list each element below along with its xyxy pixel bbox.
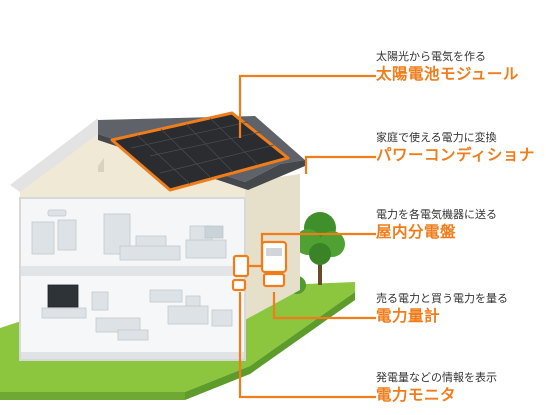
monitor-box [231, 278, 247, 292]
label-power-monitor-title: 電力モニタ [376, 386, 457, 404]
solar-panel [110, 111, 290, 192]
roof-side [10, 118, 98, 192]
label-power-meter-desc: 売る電力と買う電力を量る [376, 292, 508, 305]
label-distribution-board: 電力を各電気機器に送る 屋内分電盤 [376, 208, 544, 242]
floor-slab-bottom [20, 352, 245, 360]
upper-furniture [31, 209, 227, 261]
power-conditioner-box [260, 240, 288, 274]
label-power-monitor-desc: 発電量などの情報を表示 [376, 371, 497, 384]
label-power-conditioner-desc: 家庭で使える電力に変換 [376, 131, 497, 144]
label-solar-module: 太陽光から電気を作る 太陽電池モジュール [376, 50, 544, 84]
label-power-meter-title: 電力量計 [376, 307, 441, 325]
label-power-conditioner: 家庭で使える電力に変換 パワーコンディショナ [376, 131, 544, 165]
lower-furniture [41, 284, 233, 341]
label-power-monitor: 発電量などの情報を表示 電力モニタ [376, 371, 544, 405]
label-power-conditioner-title: パワーコンディショナ [376, 146, 535, 164]
label-solar-module-desc: 太陽光から電気を作る [376, 50, 486, 63]
label-distribution-board-title: 屋内分電盤 [376, 223, 457, 241]
lawn-edge [185, 292, 355, 400]
meter-box [262, 272, 286, 288]
label-power-meter: 売る電力と買う電力を量る 電力量計 [376, 292, 544, 326]
distribution-board-box [232, 254, 250, 278]
lawn-front-edge [0, 392, 185, 400]
leader-lines [238, 74, 376, 399]
label-distribution-board-desc: 電力を各電気機器に送る [376, 208, 497, 221]
gable-window [98, 158, 104, 172]
floor-slab [20, 266, 245, 276]
gable-wall [20, 134, 245, 205]
label-solar-module-title: 太陽電池モジュール [376, 65, 519, 83]
